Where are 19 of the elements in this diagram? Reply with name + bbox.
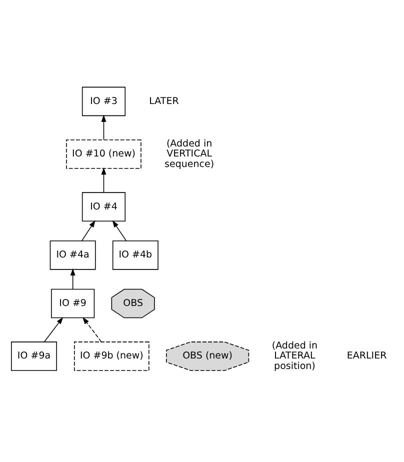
node-box: IO #9 bbox=[51, 288, 95, 318]
arrow bbox=[112, 220, 127, 242]
arrow bbox=[81, 220, 96, 242]
node-box: IO #9a bbox=[11, 342, 57, 371]
arrow bbox=[101, 167, 106, 193]
label: EARLIER bbox=[346, 350, 387, 362]
label: (Added in VERTICAL sequence) bbox=[164, 138, 214, 170]
label: (Added in LATERAL position) bbox=[272, 340, 318, 372]
node-box: IO #4a bbox=[50, 240, 96, 270]
node-box: IO #10 (new) bbox=[66, 139, 142, 169]
arrow bbox=[44, 317, 64, 342]
node-box: IO #9b (new) bbox=[74, 342, 150, 371]
arrow bbox=[101, 114, 106, 140]
node-box: IO #4b bbox=[112, 240, 158, 270]
arrow bbox=[70, 268, 76, 290]
arrow bbox=[82, 317, 102, 342]
label: LATER bbox=[149, 96, 179, 107]
node-box: IO #4 bbox=[82, 192, 126, 222]
node-box: IO #3 bbox=[82, 86, 126, 116]
